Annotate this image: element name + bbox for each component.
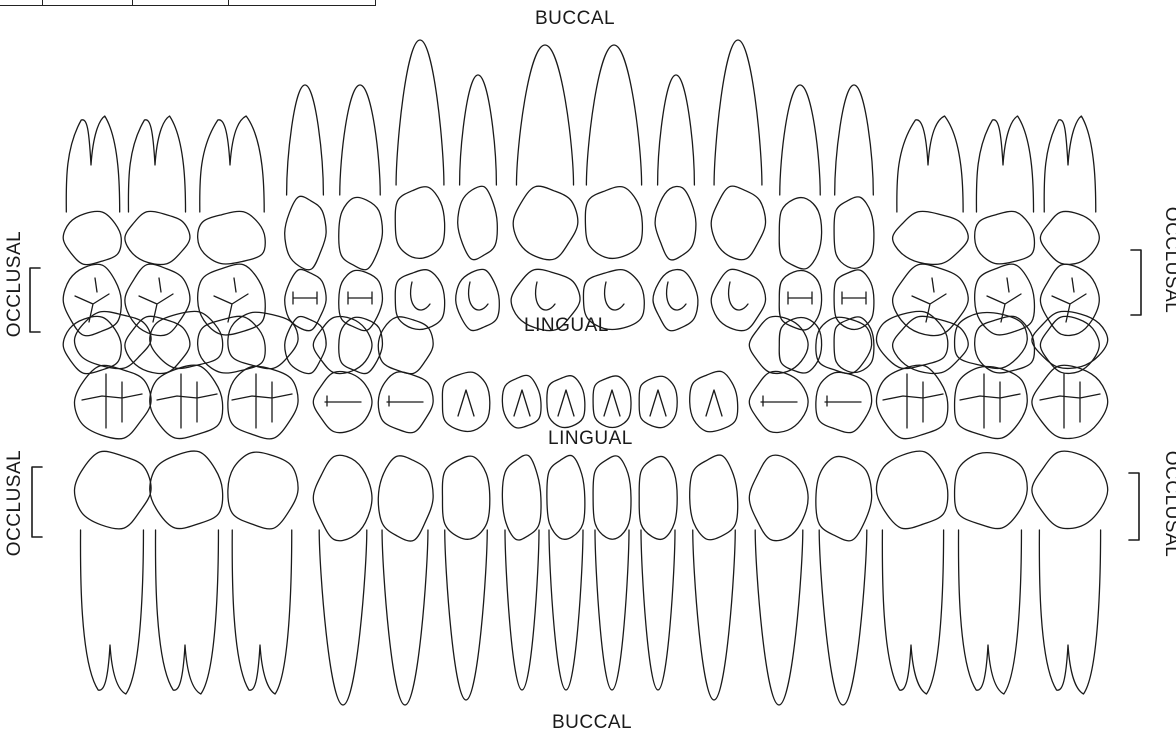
upper-tooth-11 (711, 40, 765, 331)
upper-tooth-8 (511, 45, 580, 331)
lower-tooth-12 (749, 316, 808, 705)
lower-tooth-1 (74, 311, 151, 694)
lower-tooth-5 (378, 317, 433, 705)
lower-arch (74, 311, 1107, 705)
upper-tooth-15 (975, 116, 1035, 373)
upper-tooth-7 (456, 75, 500, 331)
upper-tooth-1 (63, 116, 121, 374)
occlusal-bracket-3 (32, 467, 42, 537)
lower-tooth-11 (690, 371, 738, 700)
lower-tooth-13 (816, 317, 872, 705)
upper-tooth-16 (1040, 116, 1099, 373)
lower-lingual-label: LINGUAL (548, 428, 633, 450)
upper-tooth-12 (779, 85, 821, 373)
upper-tooth-3 (198, 116, 266, 373)
lower-tooth-10 (639, 376, 677, 690)
lower-right-occlusal-label: OCCLUSAL (1160, 451, 1176, 557)
lower-tooth-6 (442, 372, 489, 700)
upper-tooth-5 (339, 85, 383, 374)
upper-tooth-14 (893, 116, 969, 373)
occlusal-bracket-4 (1129, 473, 1139, 540)
upper-right-occlusal-label: OCCLUSAL (1160, 207, 1176, 313)
lower-tooth-4 (313, 317, 372, 705)
upper-tooth-9 (583, 45, 644, 329)
upper-tooth-10 (653, 75, 698, 331)
upper-tooth-6 (395, 40, 444, 329)
lower-tooth-9 (593, 376, 631, 690)
occlusal-bracket-1 (30, 268, 40, 332)
lower-tooth-8 (547, 376, 585, 690)
lower-left-occlusal-label: OCCLUSAL (4, 450, 26, 556)
lower-tooth-3 (228, 312, 298, 694)
upper-buccal-label: BUCCAL (535, 8, 615, 30)
upper-tooth-2 (125, 116, 190, 373)
upper-tooth-4 (285, 85, 326, 374)
lower-tooth-16 (1032, 311, 1108, 694)
lower-tooth-7 (502, 375, 541, 690)
lower-buccal-label: BUCCAL (552, 712, 632, 734)
upper-lingual-label: LINGUAL (524, 315, 609, 337)
occlusal-bracket-2 (1131, 250, 1141, 315)
upper-left-occlusal-label: OCCLUSAL (4, 231, 26, 337)
